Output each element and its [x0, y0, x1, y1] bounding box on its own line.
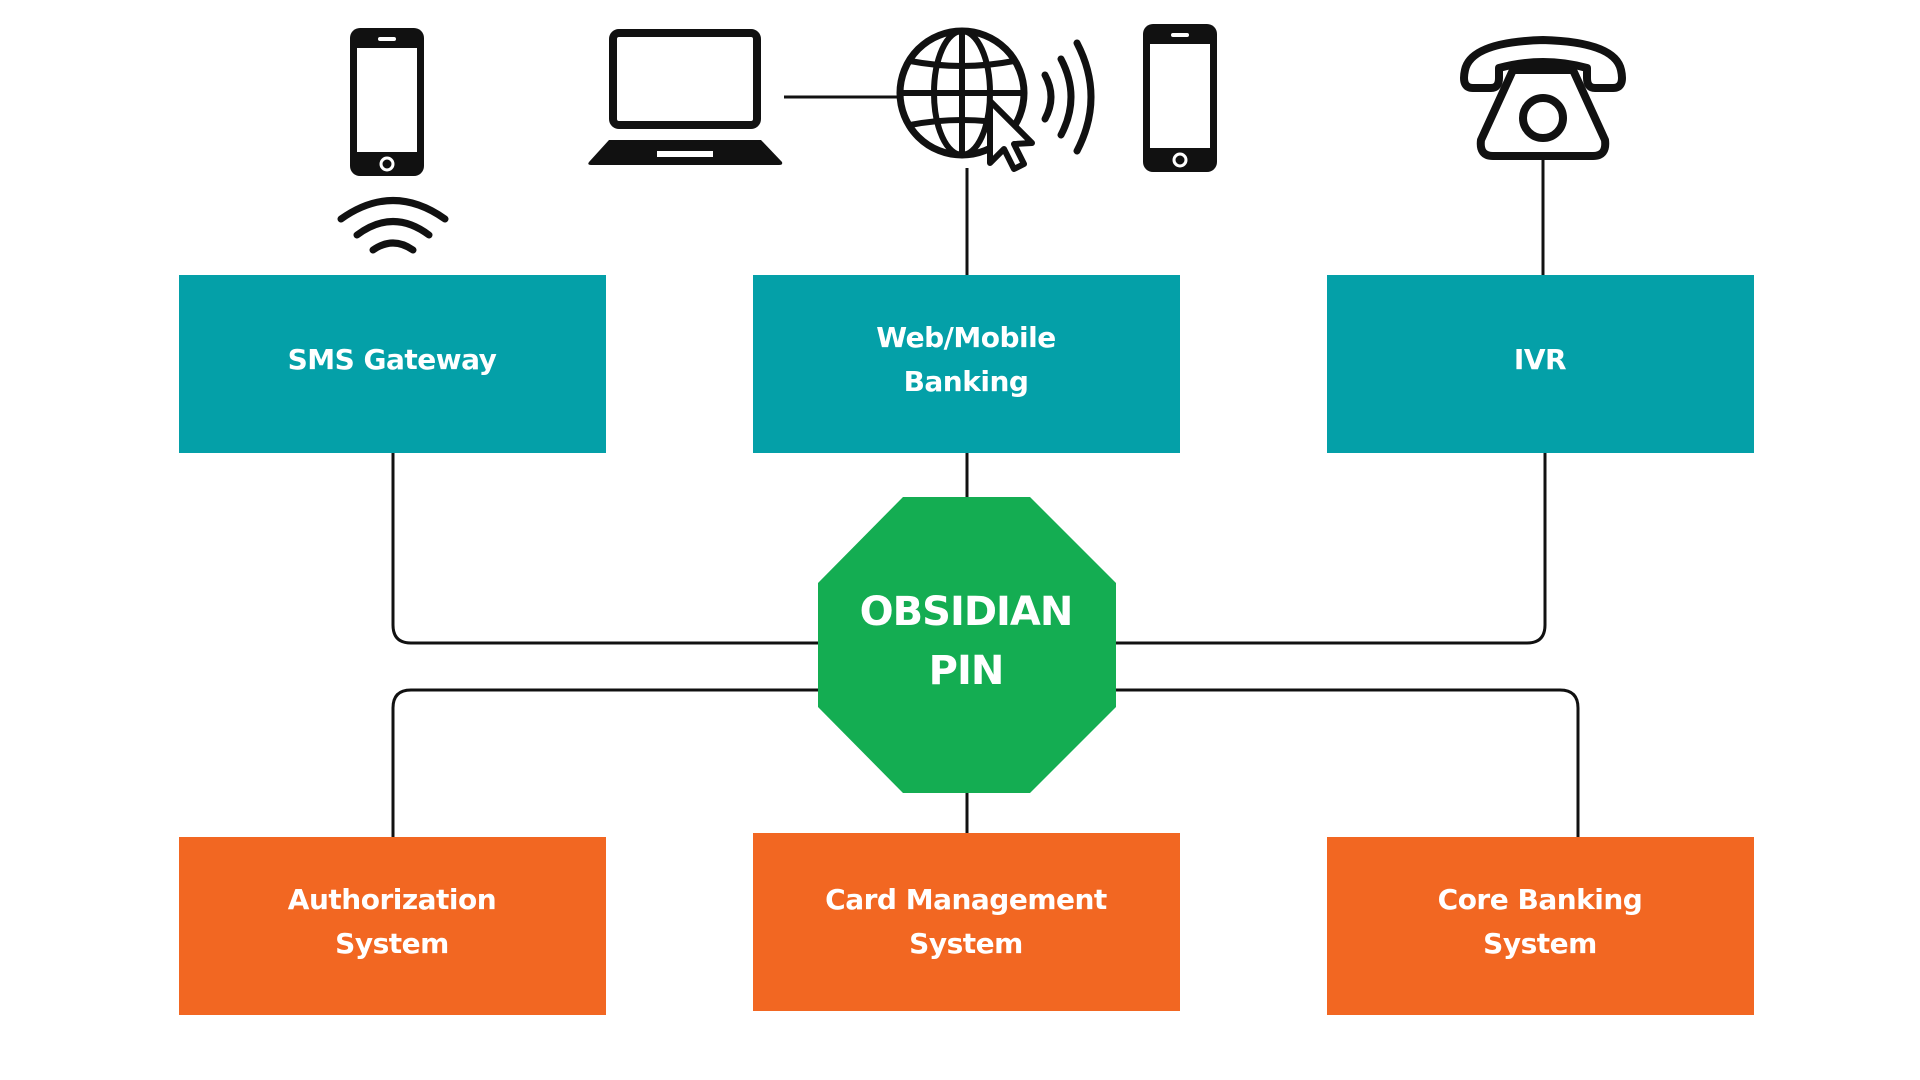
channel-box-sms-gateway: SMS Gateway — [179, 275, 606, 453]
backend-label: System — [909, 927, 1023, 960]
backend-label: System — [335, 927, 449, 960]
hub-label-line1: OBSIDIAN — [860, 589, 1073, 635]
backend-box-authorization-system: Authorization System — [179, 837, 606, 1015]
obsidian-pin-hub: OBSIDIAN PIN — [818, 497, 1116, 793]
channel-box-ivr: IVR — [1327, 275, 1754, 453]
signal-waves-icon — [1041, 39, 1095, 155]
channel-label: SMS Gateway — [288, 343, 497, 376]
channel-label: IVR — [1514, 343, 1566, 376]
telephone-icon — [1460, 36, 1626, 160]
backend-label: System — [1483, 927, 1597, 960]
channel-label: Web/Mobile — [876, 321, 1055, 354]
connector-hub-auth — [391, 688, 818, 837]
wifi-signal-icon — [337, 197, 449, 254]
connectors — [391, 95, 1580, 837]
hub-label-line2: PIN — [929, 648, 1004, 694]
globe-cursor-icon — [896, 27, 1035, 172]
connector-ivr-hub — [1116, 453, 1547, 645]
connector-hub-core — [1116, 688, 1580, 837]
smartphone-icon — [1143, 24, 1217, 172]
backend-label: Card Management — [825, 883, 1107, 916]
smartphone-icon — [350, 28, 424, 176]
backend-box-core-banking-system: Core Banking System — [1327, 837, 1754, 1015]
backend-label: Core Banking — [1438, 883, 1643, 916]
channel-label: Banking — [904, 365, 1029, 398]
laptop-icon — [588, 29, 783, 165]
channel-box-web-mobile-banking: Web/Mobile Banking — [753, 275, 1180, 453]
backend-box-card-management-system: Card Management System — [753, 833, 1180, 1011]
backend-label: Authorization — [288, 883, 496, 916]
connector-sms-hub — [391, 453, 818, 645]
